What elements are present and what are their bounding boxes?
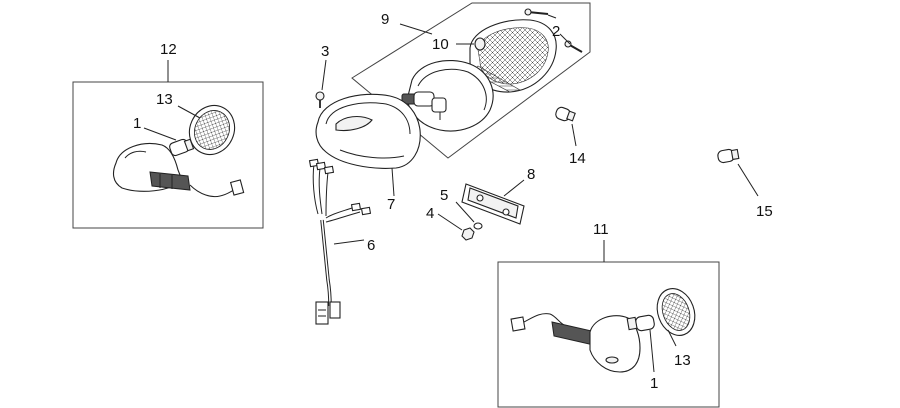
callout-1-left: 1	[133, 115, 141, 132]
tail-light-housing-7	[315, 93, 421, 169]
callout-13-left: 13	[156, 91, 173, 108]
wiring-harness-6	[308, 158, 372, 325]
leader-1-right	[649, 329, 655, 373]
leader-5	[455, 201, 475, 223]
callout-1-right: 1	[650, 375, 658, 392]
callout-7: 7	[387, 196, 395, 213]
bulb-1-left	[169, 138, 195, 157]
callout-12: 12	[160, 41, 177, 58]
group-box-9	[351, 2, 591, 159]
leader-2	[547, 14, 557, 19]
callout-11: 11	[593, 221, 609, 238]
callout-6: 6	[367, 237, 375, 254]
turn-signal-left-assembly	[72, 60, 264, 229]
callout-8: 8	[527, 166, 535, 183]
callout-5: 5	[440, 187, 448, 204]
group-box-11	[497, 261, 720, 408]
leader-13-right	[667, 329, 677, 347]
leader-6	[333, 239, 365, 245]
callout-2: 2	[552, 23, 560, 40]
callout-9: 9	[381, 11, 389, 28]
callout-4: 4	[426, 205, 434, 222]
bulb-15	[717, 148, 740, 164]
bulb-14	[555, 106, 576, 122]
leader-2b	[559, 33, 571, 45]
leader-9	[399, 23, 433, 35]
connector-right	[510, 316, 526, 332]
leader-4	[437, 213, 463, 231]
turn-signal-wire-left	[189, 184, 235, 198]
turn-signal-wire-right	[523, 313, 567, 327]
leader-8	[503, 179, 525, 197]
plate-light-8	[461, 183, 525, 225]
callout-15: 15	[756, 203, 773, 220]
tail-light-assembly	[351, 2, 591, 159]
turn-signal-right-assembly	[497, 240, 720, 408]
screw-3	[315, 91, 325, 108]
turn-signal-housing-right	[589, 315, 641, 373]
nut-4	[461, 227, 475, 241]
washer-5	[473, 222, 483, 230]
lens-13-right	[656, 288, 696, 336]
tail-light-reflector	[401, 60, 494, 132]
screws-2	[524, 8, 583, 53]
callout-13-right: 13	[674, 352, 691, 369]
lens-13-left	[188, 104, 236, 156]
leader-14	[571, 123, 577, 147]
bulb-1-right	[626, 314, 655, 332]
leader-1-left	[143, 127, 177, 141]
connector-left	[229, 179, 245, 196]
leader-15	[737, 163, 759, 197]
callout-3: 3	[321, 43, 329, 60]
leader-13-left	[177, 105, 201, 119]
leader-3	[321, 59, 327, 91]
callout-14: 14	[569, 150, 586, 167]
tail-light-lens-10	[469, 19, 557, 93]
callout-10: 10	[432, 36, 449, 53]
leader-7	[391, 167, 395, 197]
